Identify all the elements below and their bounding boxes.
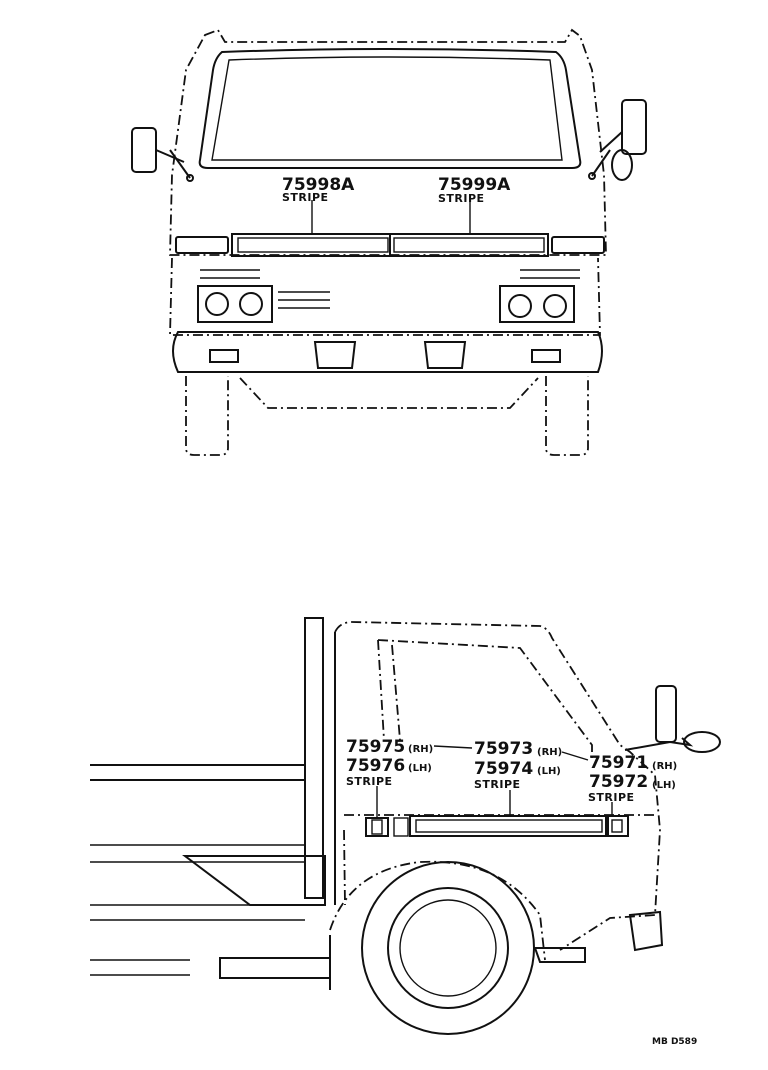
part-number-75998a: 75998A [282,175,355,195]
part-number-75974: 75974 [474,759,533,779]
callout-75998a: 75998A STRIPE [282,175,355,204]
caption-stripe-rear: STRIPE [346,775,393,788]
caption-stripe-front-right: STRIPE [438,192,485,205]
drawing-code: MB D589 [652,1037,697,1047]
tag-lh-75974: (LH) [537,766,561,777]
tag-rh-75971: (RH) [652,761,677,772]
part-number-75999a: 75999A [438,175,511,195]
tag-rh-75973: (RH) [537,747,562,758]
side-view-truck [90,617,721,1035]
callout-75975-75976: 75975 (RH) 75976 (LH) STRIPE [346,737,433,788]
part-number-75975: 75975 [346,737,405,757]
callout-75999a: 75999A STRIPE [438,175,511,205]
caption-stripe-middle: STRIPE [474,778,521,791]
tag-rh-75975: (RH) [408,744,433,755]
part-number-75972: 75972 [589,772,648,792]
tag-lh-75972: (LH) [652,780,676,791]
callout-75973-75974: 75973 (RH) 75974 (LH) STRIPE [474,739,562,791]
caption-stripe-front-left: STRIPE [282,191,329,204]
part-number-75976: 75976 [346,756,405,776]
callout-75971-75972: 75971 (RH) 75972 (LH) STRIPE [588,753,677,804]
caption-stripe-front: STRIPE [588,791,635,804]
tag-lh-75976: (LH) [408,763,432,774]
part-number-75971: 75971 [589,753,648,773]
front-view-truck [131,28,647,456]
part-number-75973: 75973 [474,739,533,759]
